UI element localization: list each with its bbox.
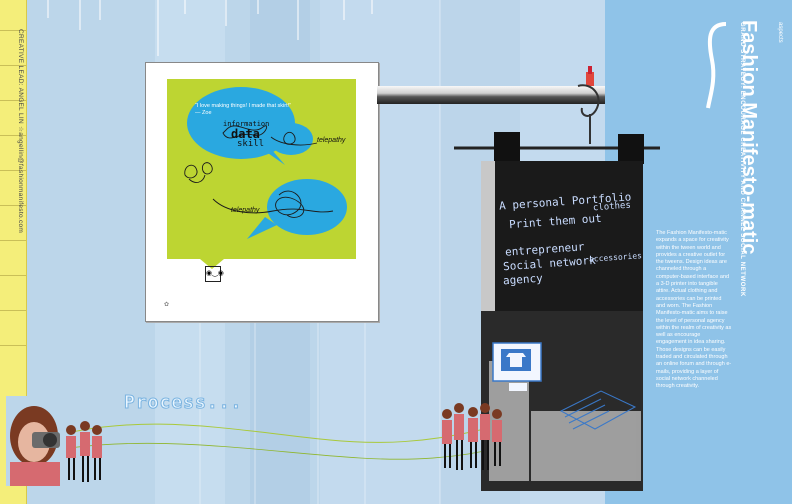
ruler-cell <box>0 240 26 241</box>
process-label: Process... <box>123 392 243 414</box>
ruler-cell <box>0 205 26 206</box>
clothes-rail <box>377 86 605 104</box>
cable-icon <box>706 22 727 109</box>
green-panel: “I love making things! I made that skirt… <box>167 79 356 259</box>
smiley-box-icon: ◉‿◉ <box>205 266 224 282</box>
girl-with-camera-photo <box>6 396 68 486</box>
doodle-word: information <box>223 120 270 128</box>
ruler-cell <box>0 275 26 276</box>
grand-strategy-subtitle: GRAND STRATEGY: ENCOURAGE CREATIVITY AND… <box>739 22 745 297</box>
section-label: aspects <box>777 22 783 43</box>
dancing-girls-left <box>66 421 102 482</box>
dancing-girls-center <box>442 403 502 470</box>
chalk-line: agency <box>502 271 544 288</box>
ruler-cell <box>0 310 26 311</box>
illustration-frame: “I love making things! I made that skirt… <box>145 62 379 322</box>
bag-texture <box>481 161 692 491</box>
ruler-cell <box>0 100 26 101</box>
ruler-cell <box>0 170 26 171</box>
creative-lead-credit: CREATIVE LEAD: ANGEL LIN ☆angellin@fashi… <box>17 29 24 234</box>
doodle-word: skill <box>237 139 265 149</box>
hanger-icon <box>454 84 660 164</box>
ruler-cell <box>0 135 26 136</box>
speech-tail-icon <box>200 259 224 269</box>
doodle-word: data <box>231 127 260 141</box>
flower-icon: ✿ <box>164 302 170 308</box>
ruler-cell <box>0 65 26 66</box>
kid-quote: “I love making things! I made that skirt… <box>195 103 291 116</box>
ruler-cell <box>0 345 26 346</box>
doodle-word: telepathy <box>231 207 260 214</box>
body-paragraph: The Fashion Manifesto-matic expands a sp… <box>656 230 732 390</box>
chalk-line: clothes <box>592 200 632 214</box>
doodle-word: telepathy <box>317 137 346 144</box>
black-bag: A personal Portfolio Print them out entr… <box>481 161 692 491</box>
speech-bubbles-illustration <box>184 87 347 239</box>
ruler-cell <box>0 30 26 31</box>
rail-clip-icon <box>586 66 594 86</box>
